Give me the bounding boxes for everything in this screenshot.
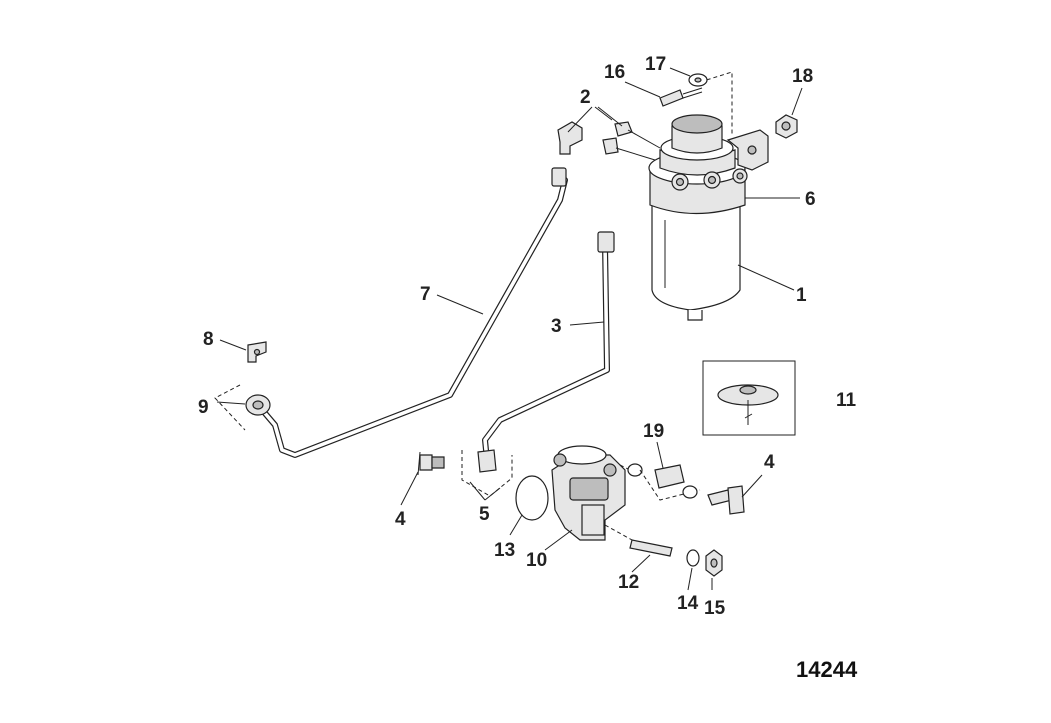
fuel-line-7 <box>214 167 568 458</box>
callout-11: 11 <box>836 390 857 411</box>
bolt-16 <box>659 87 703 107</box>
callout-17: 17 <box>645 54 666 75</box>
washer-17 <box>688 73 708 87</box>
callout-12: 12 <box>618 572 639 593</box>
fuel-filter-assembly <box>648 71 769 321</box>
callout-4-right: 4 <box>764 452 775 473</box>
fitting-4-left <box>417 451 445 476</box>
callout-4-left: 4 <box>395 509 406 530</box>
callout-2: 2 <box>580 87 591 108</box>
o-ring-13 <box>515 475 549 521</box>
callout-16: 16 <box>604 62 625 83</box>
fuel-line-3 <box>461 231 615 497</box>
callout-18: 18 <box>792 66 813 87</box>
clamp-8 <box>247 341 267 363</box>
nut-15 <box>705 549 723 577</box>
inset-detail-11 <box>702 360 796 436</box>
callout-14: 14 <box>677 593 699 614</box>
callout-5: 5 <box>479 504 490 525</box>
callout-7: 7 <box>420 284 431 305</box>
callout-15: 15 <box>704 598 726 619</box>
washer-14 <box>686 549 700 567</box>
callout-8: 8 <box>203 329 214 350</box>
filter-canister <box>651 199 741 311</box>
bolt-4-right <box>682 485 745 515</box>
callout-13: 13 <box>494 540 515 561</box>
elbow-fittings <box>557 121 661 161</box>
callout-1: 1 <box>796 285 807 306</box>
callout-6: 6 <box>805 189 816 210</box>
figure-number: 14244 <box>796 657 858 682</box>
callout-10: 10 <box>526 550 547 571</box>
stud-12 <box>604 524 673 557</box>
callout-labels: 1 2 3 4 4 5 6 7 8 9 10 11 12 13 14 15 16… <box>198 54 857 619</box>
fuel-pump-10 <box>551 445 641 541</box>
leader-lines <box>216 67 803 591</box>
nut-18 <box>775 114 798 139</box>
callout-9: 9 <box>198 397 209 418</box>
callout-3: 3 <box>551 316 562 337</box>
callout-19: 19 <box>643 421 664 442</box>
